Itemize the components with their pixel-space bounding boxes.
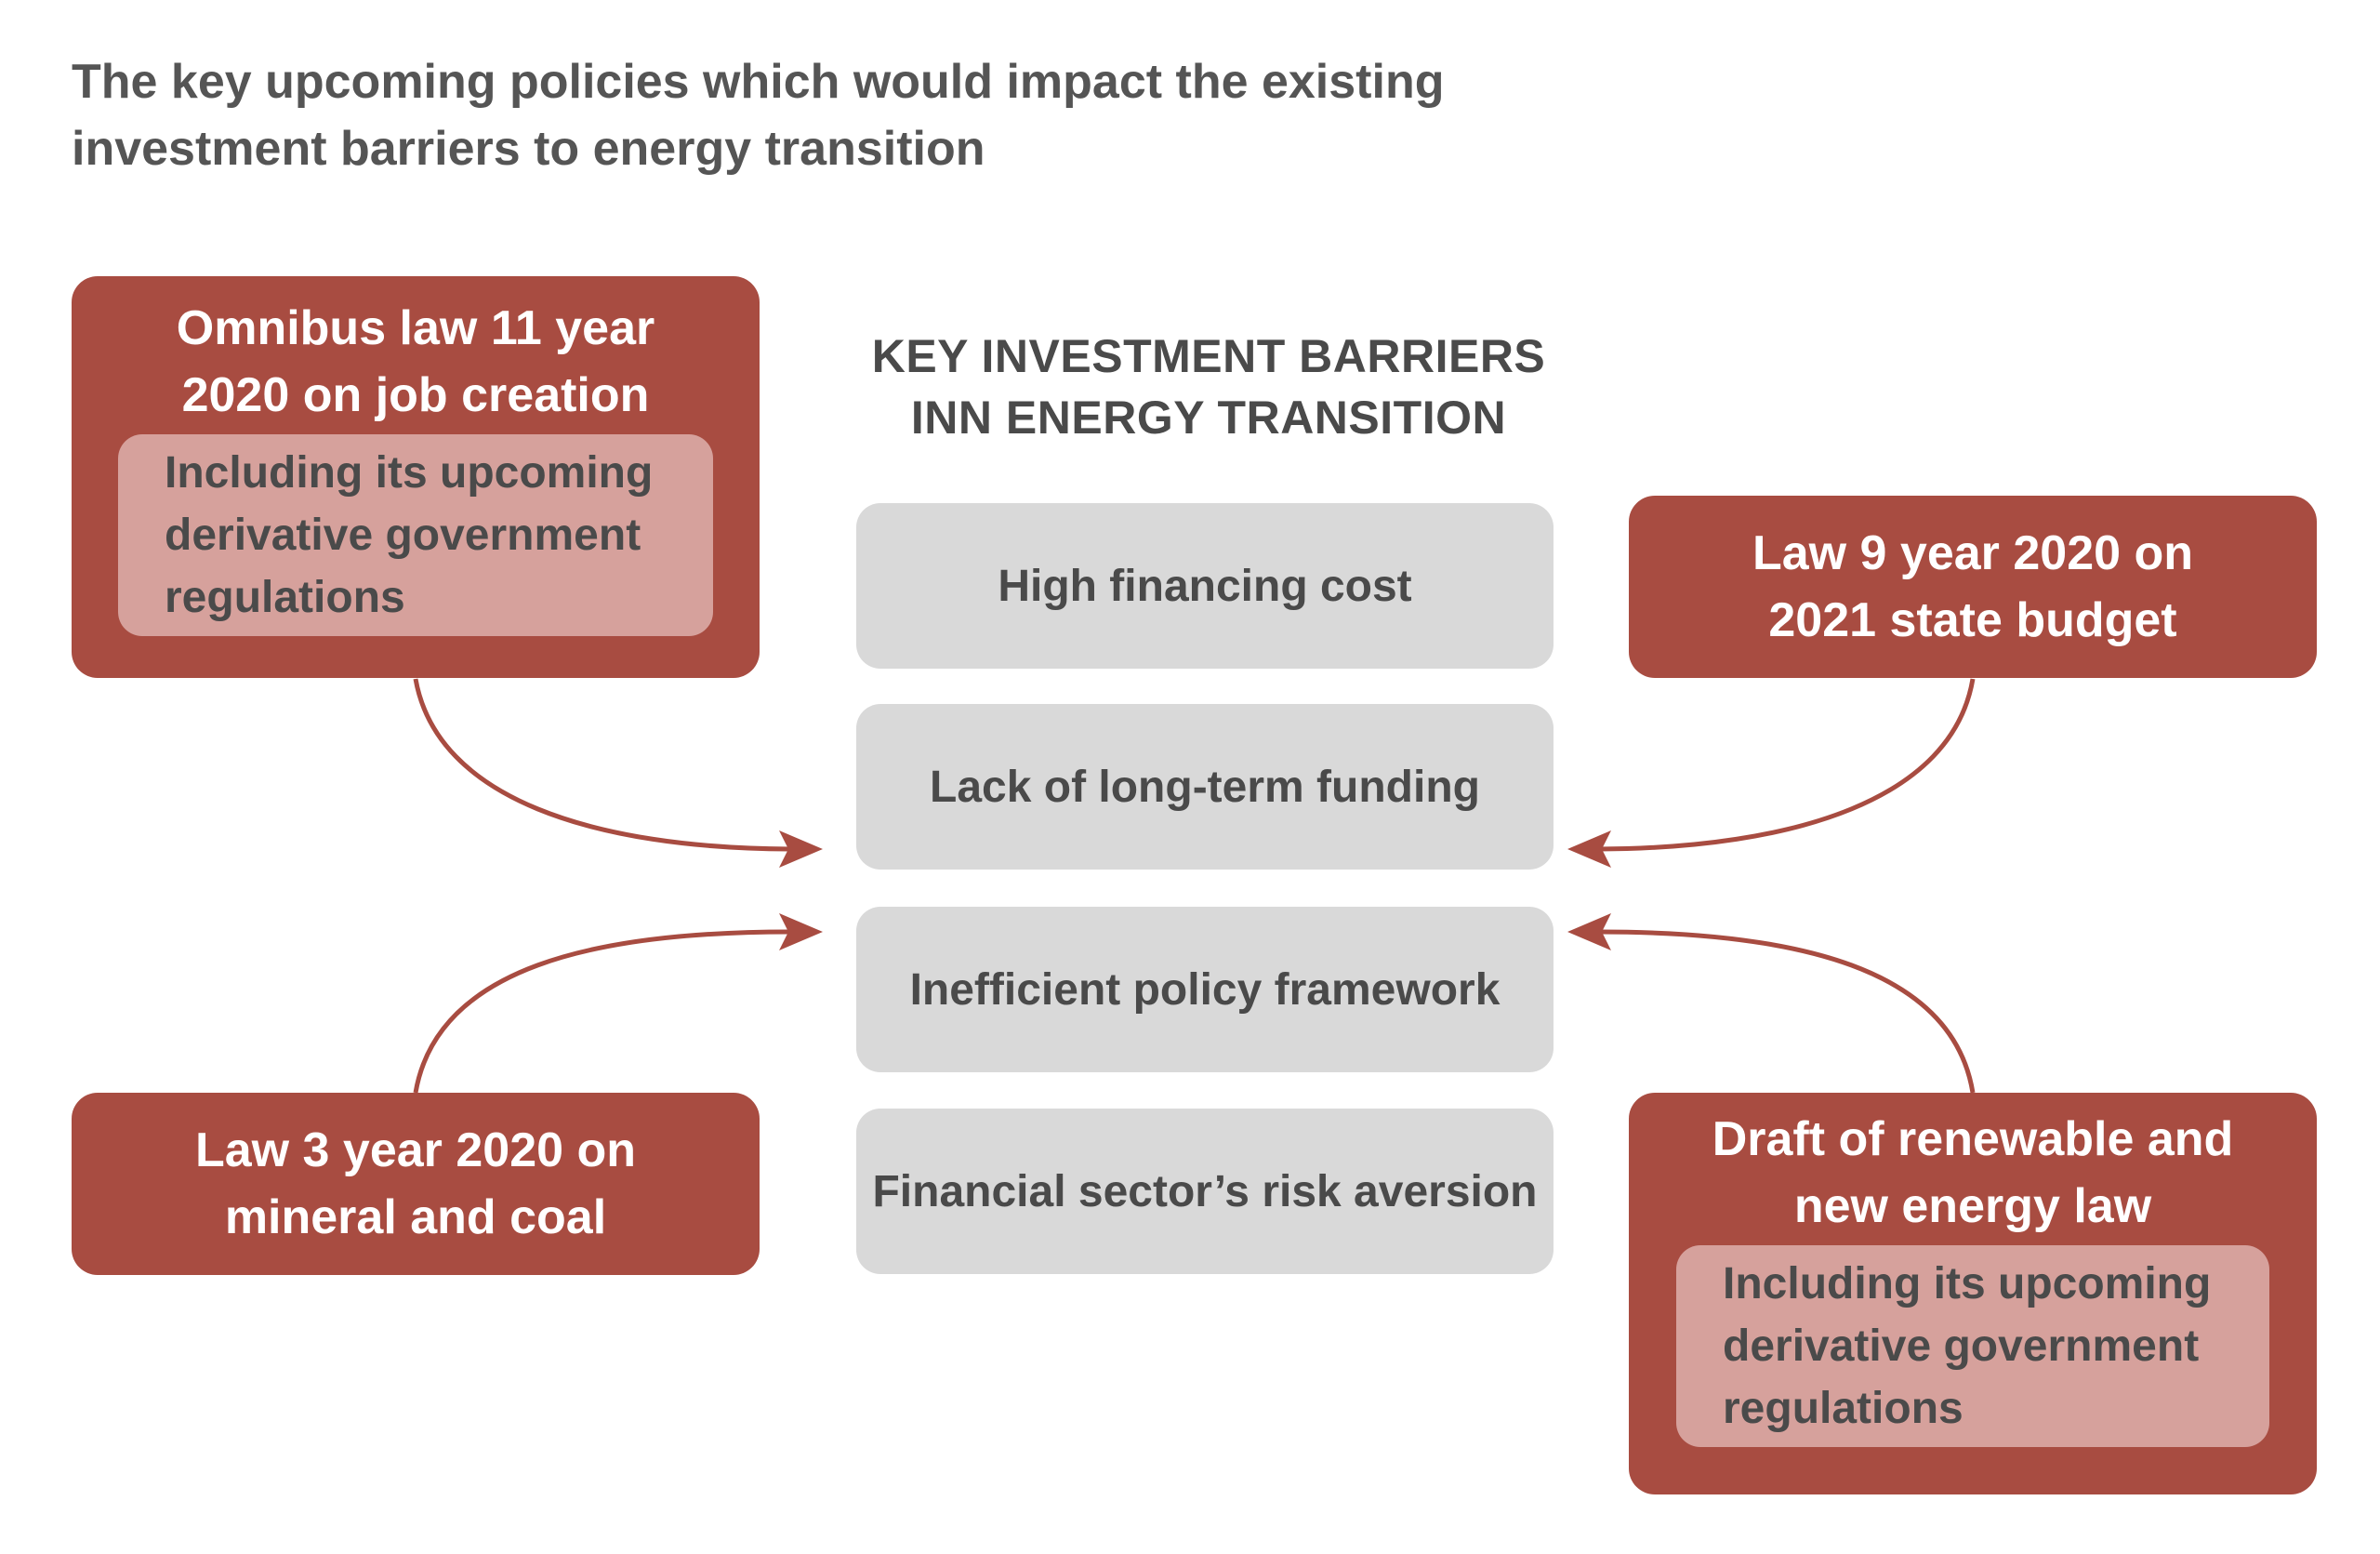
barriers-header: KEY INVESTMENT BARRIERS INN ENERGY TRANS… <box>837 325 1580 448</box>
policy-renewable-energy-law-draft-note-line3: regulations <box>1723 1384 1964 1433</box>
diagram-title: The key upcoming policies which would im… <box>72 55 1445 176</box>
policy-renewable-energy-law-draft: Draft of renewable and new energy law In… <box>1629 1093 2317 1494</box>
policy-renewable-energy-law-draft-title-line1: Draft of renewable and <box>1712 1112 2234 1166</box>
arrow-state-budget-to-barriers <box>1598 678 1976 852</box>
policy-omnibus-law-note: Including its upcoming derivative govern… <box>118 434 713 636</box>
policy-omnibus-law-note-line1: Including its upcoming <box>165 448 654 498</box>
arrow-mineral-coal-to-barriers <box>413 929 791 1094</box>
policy-omnibus-law-note-line3: regulations <box>165 573 405 622</box>
barriers-header-line1: KEY INVESTMENT BARRIERS <box>871 330 1546 382</box>
policy-omnibus-law-title: Omnibus law 11 year 2020 on job creation <box>72 295 760 429</box>
policy-renewable-energy-law-draft-title-line2: new energy law <box>1793 1179 2152 1233</box>
policy-state-budget-law: Law 9 year 2020 on 2021 state budget <box>1629 496 2317 678</box>
policy-state-budget-law-title-line2: 2021 state budget <box>1768 593 2177 647</box>
policy-omnibus-law-title-line1: Omnibus law 11 year <box>176 301 655 355</box>
policy-omnibus-law-note-line2: derivative government <box>165 511 641 560</box>
policy-mineral-coal-law: Law 3 year 2020 on mineral and coal <box>72 1093 760 1275</box>
policy-renewable-energy-law-draft-note: Including its upcoming derivative govern… <box>1676 1245 2269 1447</box>
policy-mineral-coal-law-title: Law 3 year 2020 on mineral and coal <box>72 1117 760 1251</box>
arrowhead-left-lower <box>779 913 823 950</box>
policy-renewable-energy-law-draft-title: Draft of renewable and new energy law <box>1629 1106 2317 1240</box>
barriers-header-line2: INN ENERGY TRANSITION <box>910 392 1507 444</box>
arrowhead-right-lower <box>1567 913 1611 950</box>
policy-mineral-coal-law-title-line1: Law 3 year 2020 on <box>194 1123 637 1177</box>
policy-mineral-coal-law-title-line2: mineral and coal <box>224 1190 607 1244</box>
barrier-high-financing-cost: High financing cost <box>856 503 1554 669</box>
policy-renewable-energy-law-draft-note-line1: Including its upcoming <box>1723 1259 2212 1308</box>
policy-state-budget-law-title-line1: Law 9 year 2020 on <box>1752 526 2194 580</box>
barrier-inefficient-policy-framework: Inefficient policy framework <box>856 907 1554 1072</box>
barrier-financial-sector-risk-aversion: Financial sector’s risk aversion <box>856 1109 1554 1274</box>
barrier-lack-of-long-term-funding: Lack of long-term funding <box>856 704 1554 870</box>
arrowhead-left-upper <box>779 830 823 868</box>
policy-omnibus-law: Omnibus law 11 year 2020 on job creation… <box>72 276 760 678</box>
arrow-renewable-draft-to-barriers <box>1598 929 1976 1094</box>
policy-renewable-energy-law-draft-note-line2: derivative government <box>1723 1322 2200 1371</box>
policy-state-budget-law-title: Law 9 year 2020 on 2021 state budget <box>1629 520 2317 654</box>
policy-omnibus-law-title-line2: 2020 on job creation <box>181 368 650 422</box>
arrow-omnibus-to-barriers <box>413 678 791 852</box>
arrowhead-right-upper <box>1567 830 1611 868</box>
